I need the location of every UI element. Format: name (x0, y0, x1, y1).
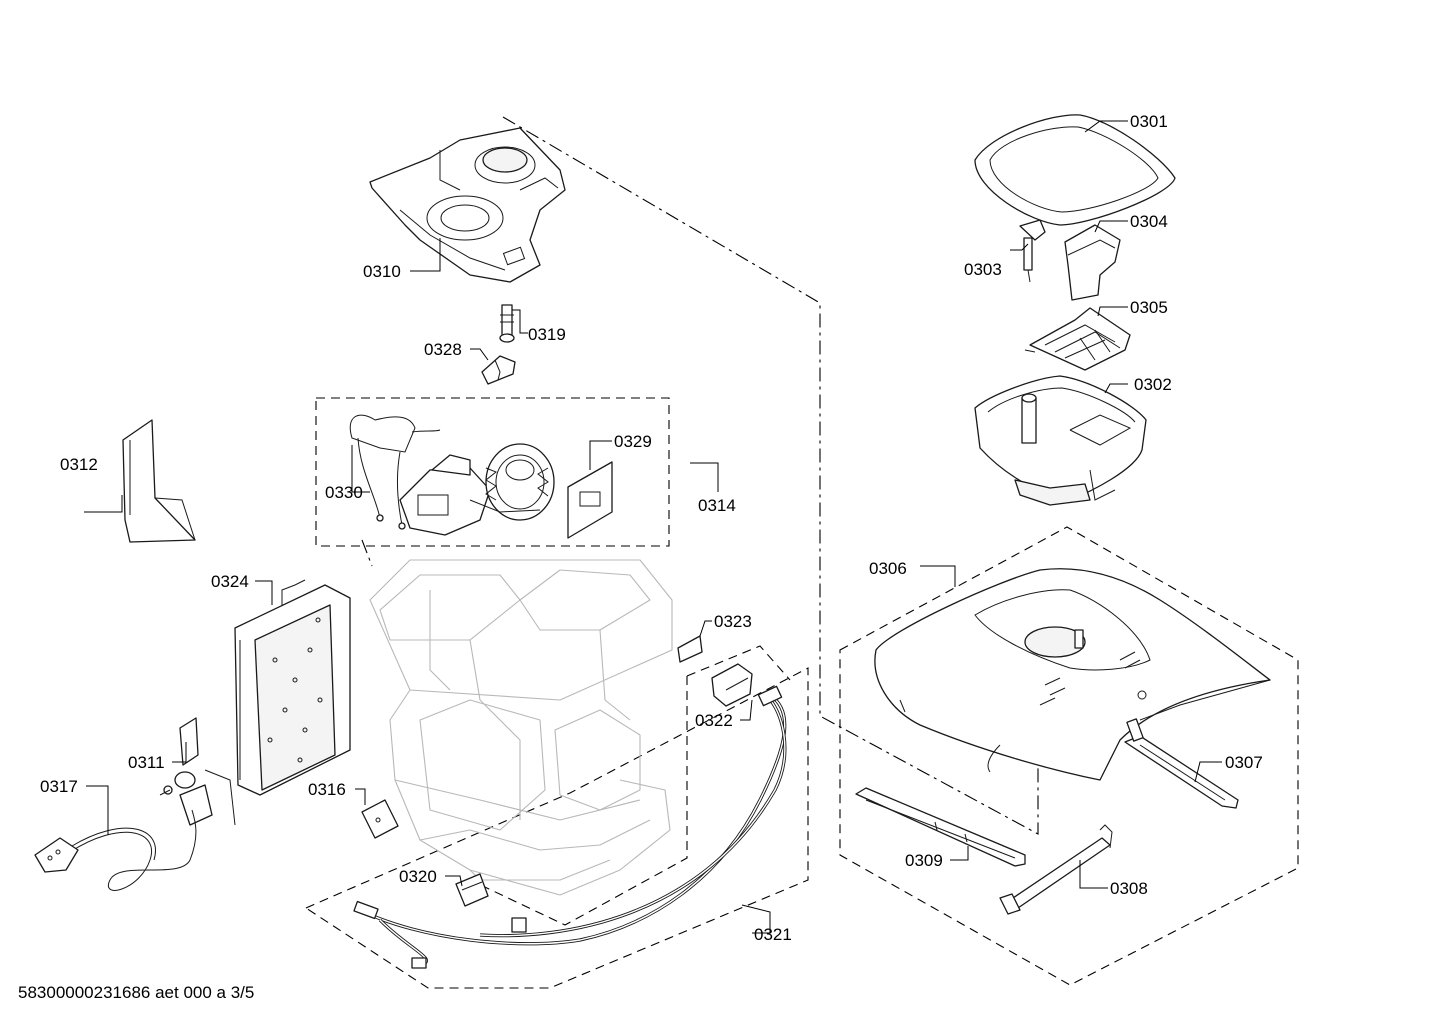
label-0309: 0309 (905, 851, 943, 870)
part-0311-bracket (159, 717, 236, 826)
label-0308: 0308 (1110, 879, 1148, 898)
part-0310-top-cover (369, 127, 566, 283)
label-0321: 0321 (754, 925, 792, 944)
machine-housing-ghost (369, 559, 673, 896)
part-0306-top-panel (874, 568, 1271, 781)
frame-wiring-group-0321 (304, 667, 809, 989)
part-0309-bar (855, 787, 1026, 867)
label-0301: 0301 (1130, 112, 1168, 131)
part-0328-clip (481, 355, 516, 385)
leader-lines (84, 120, 1222, 934)
label-0317: 0317 (40, 777, 78, 796)
alignment-axis-left (361, 539, 373, 567)
label-0306: 0306 (869, 559, 907, 578)
part-0304-flap (1064, 224, 1121, 301)
part-0317-power-cord (34, 809, 197, 891)
part-0322-connector-block (711, 663, 753, 707)
document-code: 58300000231686 aet 000 a 3/5 (18, 983, 254, 1002)
frame-group-0314 (315, 397, 670, 547)
part-0303-lever (1019, 219, 1046, 283)
part-0319-pin (499, 304, 515, 343)
part-0329-plate (567, 461, 613, 539)
part-labels: 0301 0304 0303 0305 0302 0306 0307 0308 … (40, 112, 1263, 944)
part-0314-grinder-unit (399, 443, 555, 536)
frame-base-lid-group (839, 526, 1299, 986)
group-frames (304, 116, 1299, 989)
label-0324: 0324 (211, 572, 249, 591)
label-0303: 0303 (964, 260, 1002, 279)
part-0308-rod (999, 824, 1113, 915)
part-0330-cable (349, 414, 441, 530)
label-0328: 0328 (424, 340, 462, 359)
label-0323: 0323 (714, 612, 752, 631)
part-0307-rail (1124, 718, 1239, 809)
label-0330: 0330 (325, 483, 363, 502)
part-0323-seal (677, 635, 703, 663)
label-0311: 0311 (128, 753, 165, 772)
label-0319: 0319 (528, 325, 566, 344)
part-0316-small-pcb (361, 799, 399, 839)
label-0310: 0310 (363, 262, 401, 281)
part-0301-tank-lid (974, 114, 1176, 226)
label-0307: 0307 (1225, 753, 1263, 772)
part-0320-connector (455, 873, 489, 907)
label-0314: 0314 (698, 496, 736, 515)
frame-housing-0322 (686, 645, 791, 681)
part-0305-insert (1024, 307, 1131, 371)
label-0304: 0304 (1130, 212, 1168, 231)
frame-housing-right (469, 676, 688, 926)
label-0316: 0316 (308, 780, 346, 799)
label-0305: 0305 (1130, 298, 1168, 317)
part-0324-control-board (234, 579, 351, 796)
part-0312-side-panel (122, 419, 196, 543)
part-0321-wiring-harness (353, 685, 787, 969)
label-0322: 0322 (695, 711, 733, 730)
label-0329: 0329 (614, 432, 652, 451)
label-0320: 0320 (399, 867, 437, 886)
alignment-axis-top (502, 116, 1039, 835)
label-0312: 0312 (60, 455, 98, 474)
label-0302: 0302 (1134, 375, 1172, 394)
part-0302-tank (974, 375, 1147, 506)
